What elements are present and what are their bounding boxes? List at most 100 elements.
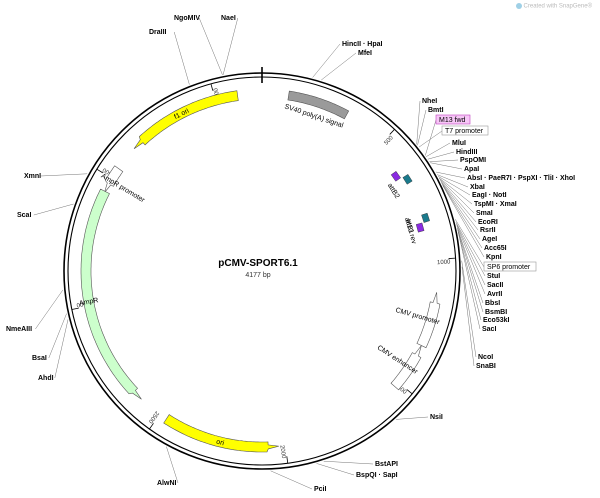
tick-label: 2500 (147, 410, 160, 425)
site-label: DraIII (149, 29, 167, 36)
site-bbsi: BbsI (457, 227, 500, 307)
site-leader-line (35, 289, 64, 330)
feature-shape (163, 414, 279, 453)
site-label: NaeI (221, 15, 236, 22)
site-label: SnaBI (476, 363, 496, 370)
site-leader-line (455, 221, 486, 277)
site-avrii: AvrII (456, 225, 502, 298)
site-eco53ki: Eco53kI (457, 231, 510, 324)
site-snabi: SnaBI (461, 266, 496, 370)
feature-box-sp6-promoter: SP6 promoter (454, 219, 537, 272)
site-kpni: KpnI (442, 185, 502, 261)
box-frame (483, 261, 537, 272)
site-leader-line (437, 175, 471, 196)
feature-cmv-promoter: CMV promoter (395, 292, 441, 349)
site-nsii: NsiI (396, 414, 443, 421)
site-label: Acc65I (484, 245, 507, 252)
site-label: ScaI (17, 212, 31, 219)
tick-mark (406, 389, 413, 395)
tick-mark (96, 168, 104, 174)
backbone-outer-circle (63, 72, 461, 470)
site-leader-line (457, 231, 482, 321)
box-leader-line (425, 119, 437, 156)
site-bsmbi: BsmBI (457, 229, 507, 316)
site-leader-line (457, 229, 484, 313)
site-label: KpnI (486, 254, 502, 261)
tick-mark (71, 307, 79, 310)
site-bmti: BmtI (417, 107, 444, 146)
site-label: PspOMI (460, 157, 486, 164)
site-leader-line (456, 223, 486, 286)
site-label: RsrII (480, 227, 496, 234)
site-rsrii: RsrII (440, 181, 496, 234)
box-label: M13 fwd (439, 117, 466, 124)
site-label: MfeI (358, 50, 372, 57)
site-leader-line (456, 225, 486, 295)
site-pspomi: PspOMI (429, 157, 486, 164)
site-leader-line (33, 203, 74, 216)
box-label: SP6 promoter (487, 264, 531, 271)
plasmid-size: 4177 bp (245, 272, 270, 279)
site-leader-line (457, 232, 481, 330)
tick-label: 500 (384, 135, 396, 147)
site-label: NgoMIV (174, 15, 200, 22)
site-leader-line (316, 463, 355, 476)
tick-label: 4000 (213, 87, 222, 102)
site-label: BsmBI (485, 309, 507, 316)
feature-cmv-enhancer: CMV enhancer (376, 344, 422, 391)
map-center-label: pCMV-SPORT6.1 4177 bp (218, 258, 298, 279)
feature-shape (416, 292, 441, 349)
tick-mark (149, 423, 154, 430)
site-leader-line (416, 100, 421, 145)
site-absi-paer7i-pspxi-tlii-xhoi: AbsI · PaeR7I · PspXI · TliI · XhoI (435, 171, 575, 182)
feature-sv40-poly-a-signal: SV40 poly(A) signal (284, 90, 350, 130)
site-leader-line (442, 184, 483, 249)
tick-mark (389, 129, 395, 135)
site-label: BbsI (485, 300, 500, 307)
site-leader-line (441, 183, 481, 240)
site-leader-line (429, 159, 459, 162)
site-leader-line (312, 43, 341, 78)
site-leader-line (321, 52, 357, 81)
site-leader-line (439, 179, 477, 223)
site-mlui: MluI (425, 140, 466, 157)
site-draiii: DraIII (149, 29, 190, 85)
feature-shape (390, 345, 422, 391)
site-leader-line (439, 178, 475, 214)
feature-label: ori (215, 439, 225, 448)
tick-label: 3000 (75, 299, 90, 308)
feature-box-t7-promoter: T7 promoter (418, 125, 489, 148)
box-leader-line (418, 130, 443, 148)
site-tspmi-xmai: TspMI · XmaI (438, 177, 517, 208)
site-leader-line (461, 266, 475, 367)
site-label: XbaI (470, 184, 485, 191)
site-pcii: PciI (270, 470, 327, 493)
site-alwni: AlwNI (157, 446, 179, 487)
site-apai: ApaI (430, 162, 479, 173)
feature-label: AmpR (79, 297, 99, 307)
feature-box-m13-fwd: M13 fwd (425, 114, 471, 156)
feature-m13-fwd (390, 171, 401, 182)
feature-shape (80, 188, 142, 400)
feature-label: attB1 (403, 217, 415, 235)
site-leader-line (173, 31, 190, 85)
site-leader-line (430, 162, 463, 170)
box-label: T7 promoter (445, 128, 484, 135)
site-leader-line (427, 151, 455, 160)
site-label: NmeAIII (6, 326, 32, 333)
box-leader-line (454, 219, 485, 268)
site-leader-line (461, 260, 477, 358)
site-hindiii: HindIII (427, 149, 477, 160)
site-leader-line (222, 17, 239, 75)
site-leader-line (437, 174, 469, 188)
site-label: PciI (314, 486, 327, 493)
site-label: AbsI · PaeR7I · PspXI · TliI · XhoI (467, 175, 575, 182)
site-ngomiv: NgoMIV (174, 15, 223, 75)
site-label: HindIII (456, 149, 477, 156)
site-bsai: BsaI (32, 313, 67, 362)
site-label: Eco53kI (483, 317, 510, 324)
feature-shape (104, 165, 124, 193)
site-bspqi-sapi: BspQI · SapI (316, 463, 398, 479)
site-saci: SacI (457, 232, 496, 333)
